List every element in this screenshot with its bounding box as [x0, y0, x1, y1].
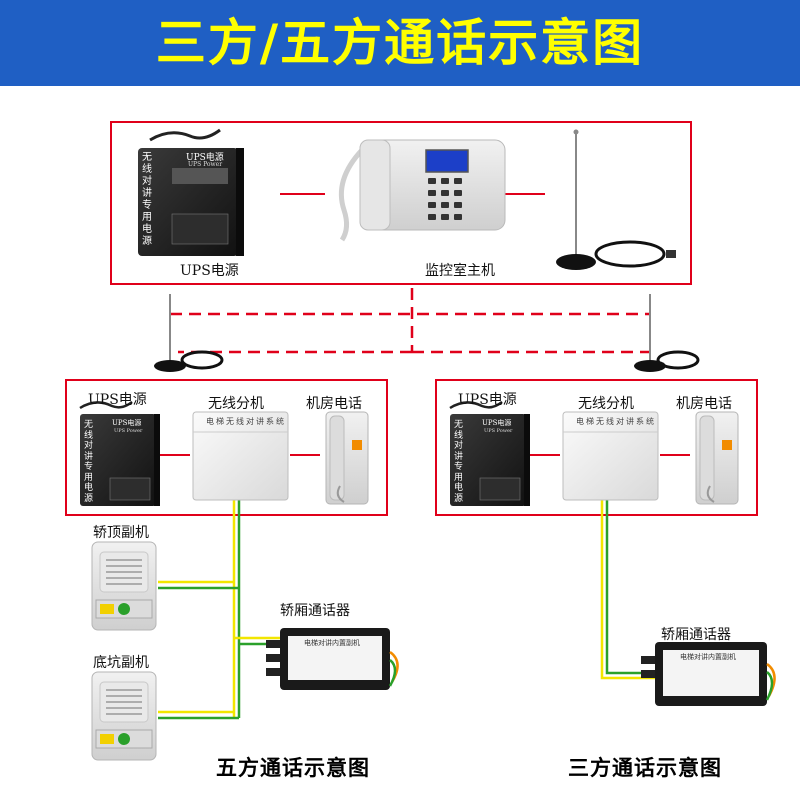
- room-phone-three-party: [695, 411, 739, 505]
- wireless-face-five: 电梯无线对讲系统: [206, 417, 286, 426]
- ups-face-vertical-three: 无线对讲专用电源: [454, 420, 464, 504]
- antenna-five-party: [154, 294, 224, 372]
- ups-face-vertical-five: 无线对讲专用电源: [84, 420, 94, 504]
- car-top-unit: [91, 541, 157, 631]
- control-host-device: [338, 139, 506, 242]
- caption-three-party: 三方通话示意图: [568, 756, 722, 780]
- ups-power-five-party: [79, 401, 160, 506]
- page-title: 三方/五方通话示意图: [155, 14, 645, 72]
- ups-face-sub-five: UPS Power: [114, 428, 143, 434]
- wireless-unit-five-party: [192, 411, 289, 501]
- cabin-face-five: 电梯对讲内置副机: [304, 639, 360, 647]
- control-room-frame: [110, 121, 692, 285]
- cabin-intercom-five-party: [266, 628, 399, 690]
- room-phone-five-party: [325, 411, 369, 505]
- wires-three-party: [600, 500, 655, 680]
- five-party-frame: [65, 379, 388, 516]
- ups-face-brand-three: UPS电源: [482, 419, 512, 427]
- ups-face-brand-control: UPS电源: [186, 153, 224, 163]
- ups-face-sub-control: UPS Power: [188, 161, 223, 168]
- antenna-control-room: [556, 129, 676, 270]
- pit-unit: [91, 671, 157, 761]
- ups-power-three-party: [449, 401, 530, 506]
- wires-five-party: [158, 500, 280, 720]
- wireless-unit-three-party: [562, 411, 659, 501]
- label-ups-control: UPS电源: [180, 263, 239, 279]
- label-wireless-three: 无线分机: [578, 396, 634, 412]
- label-room-phone-three: 机房电话: [676, 396, 732, 412]
- label-control-host: 监控室主机: [425, 263, 495, 279]
- label-car-top: 轿顶副机: [93, 525, 149, 541]
- ups-face-vertical-control: 无线对讲专用电源: [142, 152, 152, 247]
- title-banner: [0, 0, 800, 86]
- caption-five-party: 五方通话示意图: [216, 756, 370, 780]
- cabin-intercom-three-party: [641, 642, 776, 706]
- label-wireless-five: 无线分机: [208, 396, 264, 412]
- antenna-three-party: [634, 294, 700, 372]
- label-ups-five: UPS电源: [88, 392, 147, 408]
- ups-face-brand-five: UPS电源: [112, 419, 142, 427]
- three-party-frame: [435, 379, 758, 516]
- ups-face-sub-three: UPS Power: [484, 428, 513, 434]
- label-cabin-five: 轿厢通话器: [280, 603, 350, 619]
- label-ups-three: UPS电源: [458, 392, 517, 408]
- label-pit: 底坑副机: [93, 655, 149, 671]
- ups-power-control-room: [138, 128, 244, 256]
- label-room-phone-five: 机房电话: [306, 396, 362, 412]
- label-cabin-three: 轿厢通话器: [661, 627, 731, 643]
- wireless-face-three: 电梯无线对讲系统: [576, 417, 656, 426]
- cabin-face-three: 电梯对讲内置副机: [680, 653, 736, 661]
